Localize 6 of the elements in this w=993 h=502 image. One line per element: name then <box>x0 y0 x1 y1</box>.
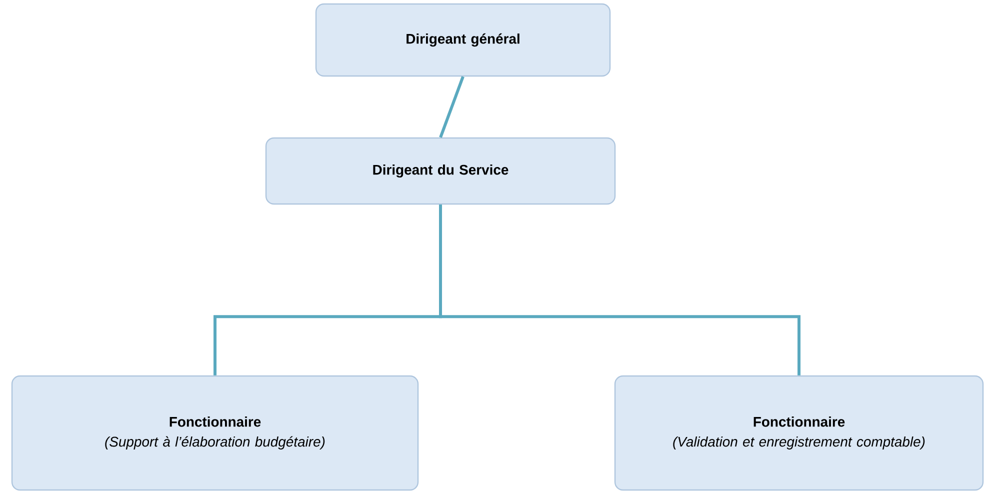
position-box: Fonctionnaire (Validation et enregistrement comptable) <box>614 375 984 491</box>
connector-line <box>439 76 464 138</box>
connector-line <box>439 204 800 376</box>
position-box: Dirigeant général <box>315 3 611 77</box>
position-box: Dirigeant du Service <box>265 137 616 205</box>
position-box: Fonctionnaire (Support à l’élaboration budgétaire) <box>11 375 419 491</box>
